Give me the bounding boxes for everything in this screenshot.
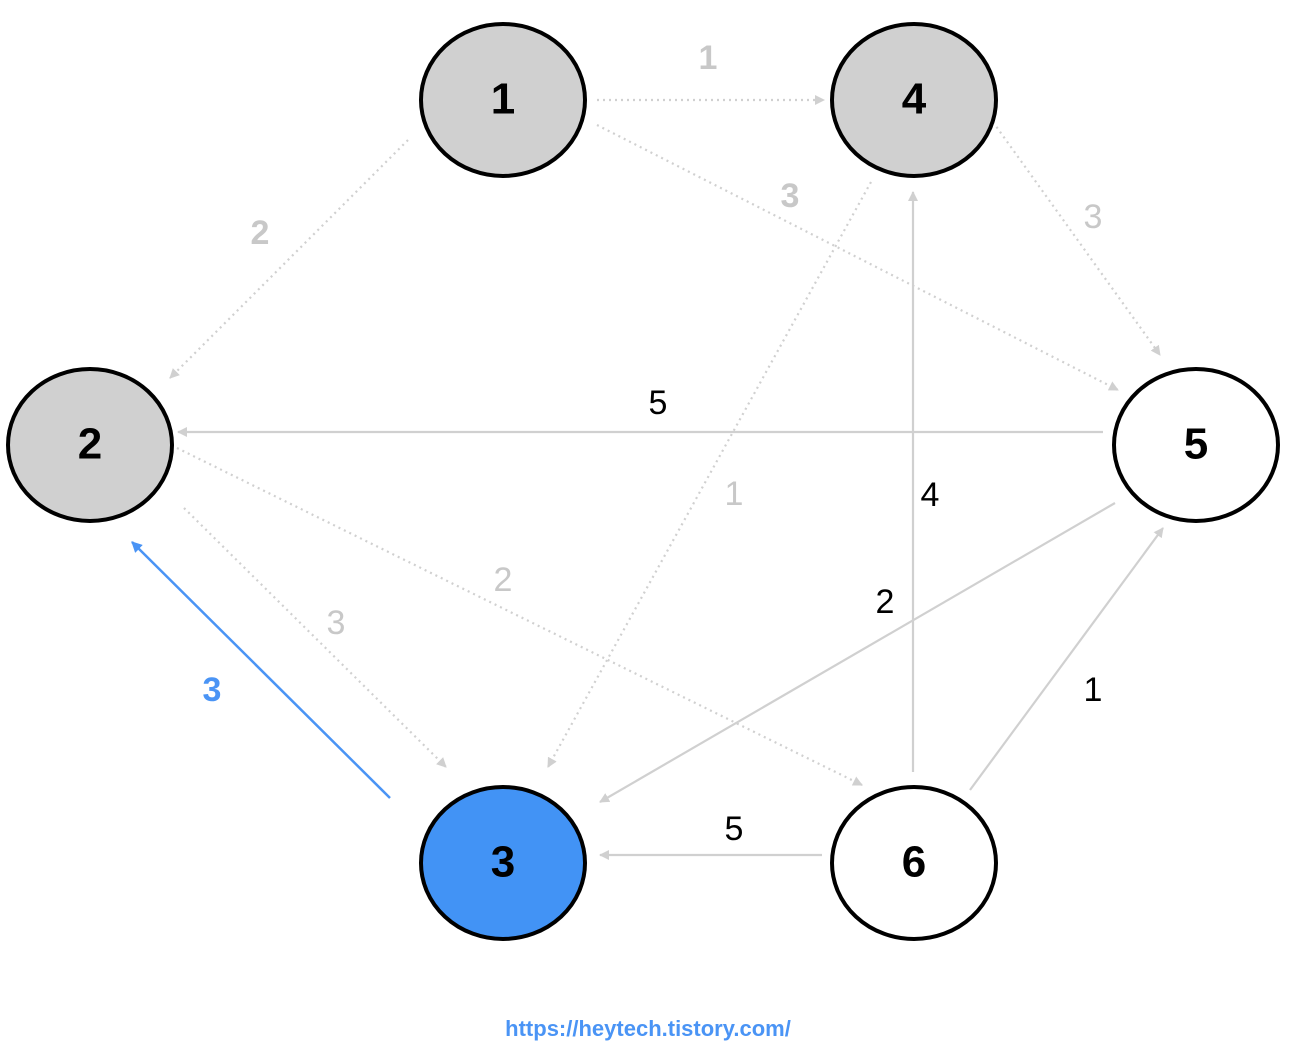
edge-weight-label-1-to-5: 3	[781, 177, 800, 215]
node-label-3: 3	[491, 838, 515, 887]
node-label-2: 2	[78, 420, 102, 469]
edge-5-to-3	[599, 502, 1116, 803]
edge-1-to-5	[596, 124, 1119, 391]
edge-weight-label-6-to-3: 5	[725, 810, 744, 848]
node-3: 3	[419, 785, 587, 941]
node-label-5: 5	[1184, 420, 1208, 469]
edges-layer	[131, 95, 1164, 860]
edge-weight-label-3-to-2: 3	[203, 671, 222, 709]
edge-4-to-3	[547, 181, 872, 768]
node-circle-3	[419, 785, 587, 941]
node-circle-4	[830, 22, 998, 178]
edge-weight-label-6-to-4: 4	[921, 476, 940, 514]
edge-weight-label-2-to-3: 3	[327, 604, 346, 642]
edge-3-to-2	[131, 541, 391, 799]
edge-6-to-5	[969, 527, 1164, 791]
edge-4-to-5	[992, 121, 1161, 356]
node-label-4: 4	[902, 75, 927, 124]
edge-weight-label-1-to-2: 2	[251, 214, 270, 252]
edge-2-to-3	[183, 507, 447, 768]
edge-labels-layer: 1 3 2 3 1 3 2 5 2 4 1 5 3	[203, 39, 1103, 848]
edge-2-to-6	[176, 447, 863, 786]
node-circle-2	[6, 367, 174, 523]
node-4: 4	[830, 22, 998, 178]
nodes-layer: 1 2 3 4 5 6	[6, 22, 1280, 941]
node-circle-5	[1112, 367, 1280, 523]
edge-weight-label-2-to-6: 2	[494, 561, 513, 599]
watermark-url: https://heytech.tistory.com/	[505, 1016, 791, 1041]
edge-weight-label-5-to-2: 5	[649, 384, 668, 422]
edge-weight-label-4-to-5: 3	[1084, 198, 1103, 236]
node-circle-6	[830, 785, 998, 941]
node-label-1: 1	[491, 75, 515, 124]
edge-weight-label-4-to-3: 1	[725, 475, 744, 513]
edge-weight-label-1-to-4: 1	[699, 39, 718, 77]
node-1: 1	[419, 22, 587, 178]
edge-1-to-2	[169, 139, 409, 379]
edge-weight-label-5-to-3: 2	[876, 583, 895, 621]
node-2: 2	[6, 367, 174, 523]
node-circle-1	[419, 22, 587, 178]
node-6: 6	[830, 785, 998, 941]
node-label-6: 6	[902, 838, 926, 887]
edge-weight-label-6-to-5: 1	[1084, 671, 1103, 709]
node-5: 5	[1112, 367, 1280, 523]
